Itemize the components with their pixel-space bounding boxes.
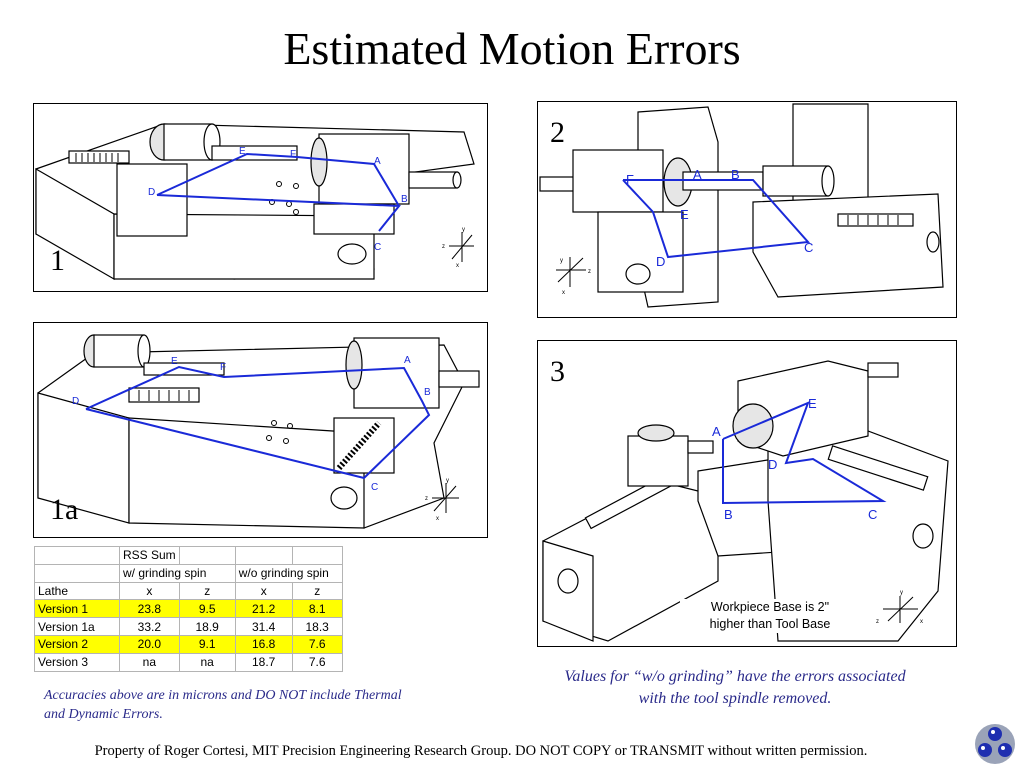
point-label-b: B [401,194,408,205]
svg-text:y: y [462,227,465,233]
panel-lathe-2: F A B C D E y z x 2 [537,101,957,318]
axes-triad: y z x [876,590,923,625]
table-row: Version 1 23.8 9.5 21.2 8.1 [34,599,343,619]
panel-3-note: Workpiece Base is 2" higher than Tool Ba… [680,599,860,633]
axes-triad: y z x [442,227,474,269]
panel-lathe-3: A B C D E y z x 3 [537,340,957,647]
panel-lathe-1a: E F A B C D y z x 1a [33,322,488,538]
svg-text:x: x [456,263,459,269]
point-label-e: E [808,396,817,411]
svg-text:z: z [588,269,591,275]
axes-triad: y z x [556,257,591,296]
table-row: Version 3 na na 18.7 7.6 [34,652,343,672]
point-label-f: F [290,149,296,160]
axes-triad: y z x [425,478,459,522]
point-label-d: D [72,396,79,407]
svg-text:z: z [876,619,879,625]
error-path-1 [156,152,402,232]
point-label-a: A [693,167,702,182]
point-label-e: E [239,146,246,157]
svg-text:y: y [900,590,903,596]
panel-number-2: 2 [550,116,565,149]
point-label-a: A [374,156,381,167]
point-label-d: D [148,187,155,198]
lab-logo-icon [975,724,1015,764]
point-label-b: B [424,387,431,398]
error-path-2 [622,179,811,259]
table-header-row: Lathe x z x z [34,581,343,601]
svg-text:z: z [425,496,428,502]
point-label-f: F [220,362,226,373]
lathe-3-drawing: A B C D E y z x [542,360,949,642]
table-header-row: w/ grinding spin w/o grinding spin [34,563,343,583]
point-label-c: C [868,507,877,522]
copyright-footer: Property of Roger Cortesi, MIT Precision… [94,743,868,759]
accuracy-note: Accuracies above are in microns and DO N… [44,688,402,722]
point-label-b: B [731,167,740,182]
lathe-1a-drawing: E F A B C D y z x [37,334,480,529]
error-path-3 [722,401,887,505]
point-label-e: E [680,207,689,222]
svg-text:z: z [442,244,445,250]
svg-text:x: x [436,516,439,522]
point-label-d: D [768,457,777,472]
rss-sum-table: RSS Sum w/ grinding spin w/o grinding sp… [34,546,343,672]
lathe-2-drawing: F A B C D E y z x [539,103,944,308]
table-header-row: RSS Sum [34,546,343,565]
point-label-b: B [724,507,733,522]
point-label-c: C [371,482,378,493]
page-title: Estimated Motion Errors [283,23,741,74]
error-path-1a [85,365,431,480]
svg-text:x: x [920,619,923,625]
table-row: Version 2 20.0 9.1 16.8 7.6 [34,634,343,654]
grinding-note: Values for “w/o grinding” have the error… [564,668,906,707]
panel-number-3: 3 [550,355,565,388]
point-label-c: C [804,240,813,255]
point-label-c: C [374,242,381,253]
panel-number-1: 1 [50,244,65,277]
point-label-a: A [712,424,721,439]
panel-lathe-1: E F A B C D y z x 1 [33,103,488,292]
rack-segments [68,150,130,164]
svg-text:y: y [560,258,563,264]
lathe-1-drawing: E F A B C D y z x [35,123,475,281]
svg-text:x: x [562,290,565,296]
panel-number-1a: 1a [50,493,79,526]
point-label-a: A [404,355,411,366]
point-label-f: F [626,172,634,187]
table-row: Version 1a 33.2 18.9 31.4 18.3 [34,617,343,636]
point-label-d: D [656,254,665,269]
point-label-e: E [171,356,178,367]
svg-text:y: y [446,478,449,484]
